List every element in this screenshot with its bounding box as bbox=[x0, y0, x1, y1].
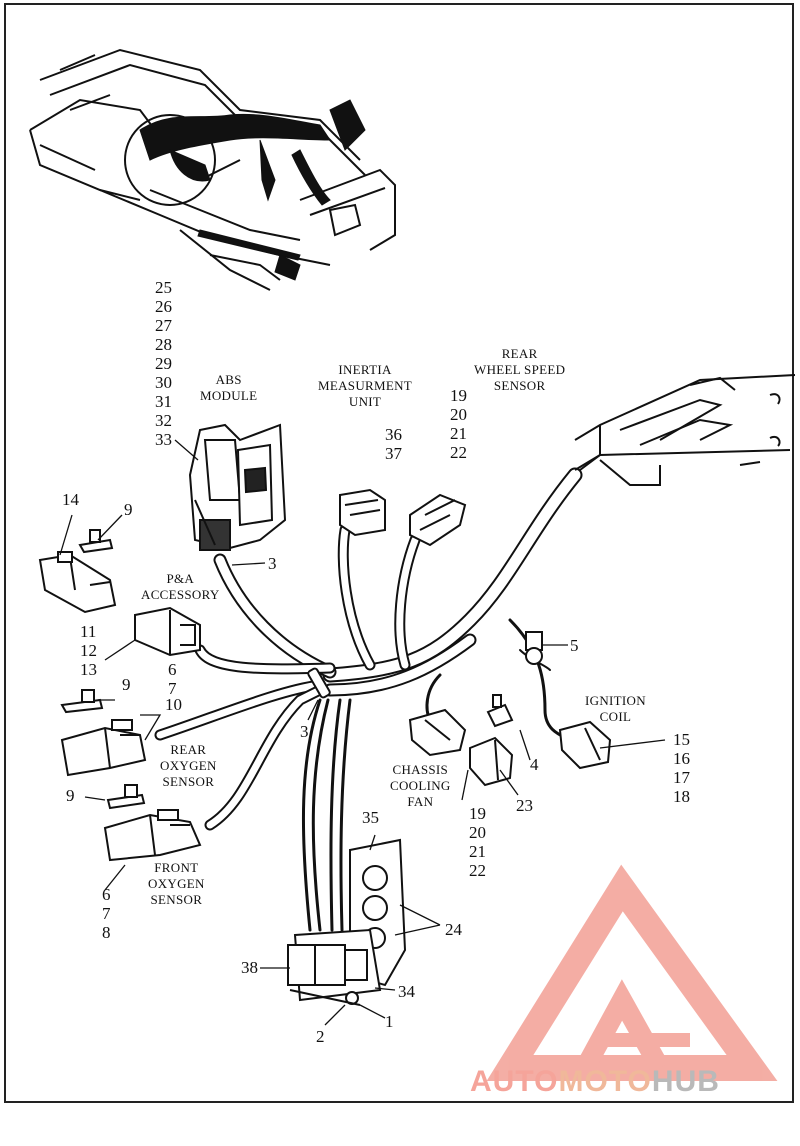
callout-9a: 9 bbox=[124, 500, 133, 519]
callout-3b: 3 bbox=[300, 722, 309, 741]
motorcycle-frame-overview bbox=[29, 48, 396, 291]
cable-strap bbox=[307, 667, 331, 699]
harness-wires bbox=[154, 467, 583, 932]
callout-4: 4 bbox=[530, 755, 539, 774]
diagram-frame bbox=[4, 3, 794, 1103]
wheel-speed-connector bbox=[409, 493, 467, 547]
rear-frame-section bbox=[574, 374, 796, 486]
leader-lines bbox=[59, 439, 666, 1026]
callout-9b: 9 bbox=[122, 675, 131, 694]
watermark-logo bbox=[486, 864, 778, 1081]
clip-5 bbox=[525, 631, 543, 665]
callout-14: 14 bbox=[62, 490, 79, 509]
relay-block-assembly bbox=[287, 838, 407, 1006]
plug-23 bbox=[469, 736, 514, 787]
abs-module bbox=[188, 423, 287, 551]
front-oxygen-connector bbox=[103, 809, 202, 862]
plug-14 bbox=[38, 551, 117, 614]
frame-harness-overview bbox=[139, 99, 366, 281]
callout-3a: 3 bbox=[268, 554, 277, 573]
watermark-text: AUTOMOTOHUB bbox=[470, 1065, 720, 1098]
callout-34: 34 bbox=[398, 982, 415, 1001]
callout-5: 5 bbox=[570, 636, 579, 655]
clip-4 bbox=[486, 694, 514, 728]
pa-accessory-connector bbox=[134, 606, 201, 657]
callout-9c: 9 bbox=[66, 786, 75, 805]
clip-9-low bbox=[106, 784, 146, 810]
callout-10: 10 bbox=[165, 695, 182, 714]
callout-2: 2 bbox=[316, 1027, 325, 1046]
rear-oxygen-connector bbox=[60, 719, 147, 777]
imu-connector bbox=[339, 488, 386, 537]
ignition-coil-connector bbox=[558, 720, 612, 770]
callout-23: 23 bbox=[516, 796, 533, 815]
cooling-fan-connector bbox=[408, 708, 467, 757]
callout-1: 1 bbox=[385, 1012, 394, 1031]
callout-35: 35 bbox=[362, 808, 379, 827]
callout-38: 38 bbox=[241, 958, 258, 977]
clip-9-top bbox=[78, 529, 114, 554]
clip-9-mid bbox=[60, 689, 104, 714]
callout-24: 24 bbox=[445, 920, 462, 939]
